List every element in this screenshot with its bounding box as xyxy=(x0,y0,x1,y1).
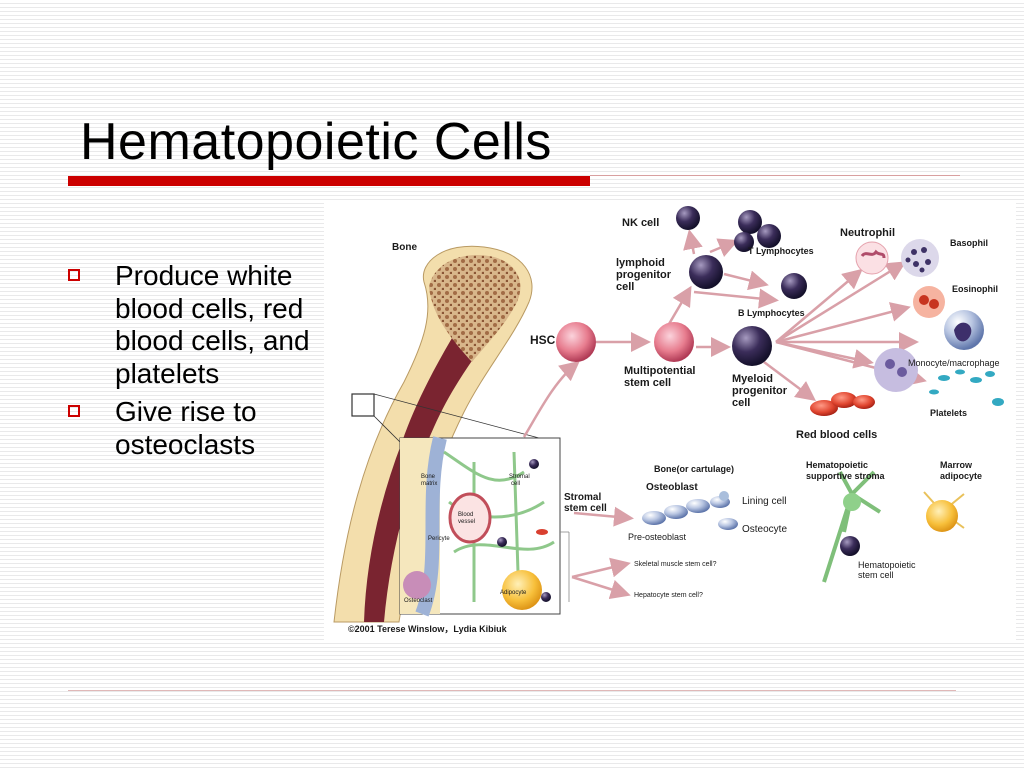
blood-vessel-label-l2: vessel xyxy=(458,519,475,525)
skeletal-muscle-stem-cell-label: Skeletal muscle stem cell? xyxy=(634,561,717,568)
osteoclast-label: Osteoclast xyxy=(404,598,433,604)
bone-illustration xyxy=(333,245,540,623)
nk-cell-label: NK cell xyxy=(622,217,659,229)
myeloid-progenitor-cell xyxy=(732,326,772,366)
stromal-cell-label-l1: Stromal xyxy=(509,474,530,480)
bullet-list: Produce white blood cells, red blood cel… xyxy=(64,260,324,467)
blood-vessel-label-l1: Blood xyxy=(458,512,473,518)
t-lymphocytes-label: T Lymphocytes xyxy=(748,246,814,256)
eosinophil-cell xyxy=(913,286,945,318)
diagram-labels: Bone NK cell T Lymphocytes Neutrophil Ba… xyxy=(348,217,1000,634)
lineage-arrows xyxy=(522,229,927,600)
basophil-cell xyxy=(901,239,939,277)
platelets-cluster xyxy=(929,369,1004,406)
b-lymphocyte-cell xyxy=(781,273,807,299)
hematopoietic-stem-cell-label-l2: stem cell xyxy=(858,570,894,580)
basophil-label: Basophil xyxy=(950,238,988,248)
red-blood-cells-cluster xyxy=(810,392,875,416)
marrow-adipocyte-label-l1: Marrow xyxy=(940,460,973,470)
slide-title: Hematopoietic Cells xyxy=(80,113,552,171)
image-credit: ©2001 Terese Winslow，Lydia Kibiuk xyxy=(348,624,508,634)
stromal-stem-cell-label-l2: stem cell xyxy=(564,503,607,514)
multipotential-label-l2: stem cell xyxy=(624,377,671,389)
stromal-cell-label-l2: cell xyxy=(511,481,520,487)
lymphoid-label-l2: progenitor xyxy=(616,269,672,281)
myeloid-label-l2: progenitor xyxy=(732,385,788,397)
hematopoietic-stroma-label-l2: supportive stroma xyxy=(806,471,886,481)
marrow-adipocyte-cell xyxy=(923,491,965,532)
bone-matrix-label-l2: matrix xyxy=(421,481,437,487)
nk-cell xyxy=(676,206,700,230)
hepatocyte-stem-cell-label: Hepatocyte stem cell? xyxy=(634,592,703,599)
lymphoid-label-l1: lymphoid xyxy=(616,257,665,269)
hematopoiesis-diagram: Bone matrix Stromal cell Blood vessel Pe… xyxy=(324,202,1016,640)
t-lymphocytes-cluster xyxy=(734,210,781,252)
hsc-cell xyxy=(556,322,596,362)
bullet-item: Produce white blood cells, red blood cel… xyxy=(64,260,324,390)
bullet-item: Give rise to osteoclasts xyxy=(64,396,324,461)
bone-matrix-label-l1: Bone xyxy=(421,474,436,480)
neutrophil-cell xyxy=(855,241,889,275)
hematopoietic-cells xyxy=(556,206,1004,416)
myeloid-label-l3: cell xyxy=(732,397,750,409)
neutrophil-label: Neutrophil xyxy=(840,227,895,239)
marrow-inset: Bone matrix Stromal cell Blood vessel Pe… xyxy=(399,436,570,617)
hematopoietic-stroma-label-l1: Hematopoietic xyxy=(806,460,868,470)
stromal-stem-cell-label-l1: Stromal xyxy=(564,492,601,503)
multipotential-label-l1: Multipotential xyxy=(624,365,696,377)
multipotential-stem-cell xyxy=(654,322,694,362)
bone-cartilage-label: Bone(or cartulage) xyxy=(654,464,734,474)
hematopoietic-stem-cell-label-l1: Hematopoietic xyxy=(858,560,916,570)
bone-label: Bone xyxy=(392,242,417,253)
square-bullet-icon xyxy=(68,269,80,281)
osteoblast-chain xyxy=(642,491,738,530)
eosinophil-label: Eosinophil xyxy=(952,284,998,294)
marrow-adipocyte-label-l2: adipocyte xyxy=(940,471,982,481)
red-blood-cells-label: Red blood cells xyxy=(796,429,877,441)
osteoblast-label: Osteoblast xyxy=(646,482,698,493)
stromal-lineage xyxy=(642,470,965,583)
diagram-svg: Bone matrix Stromal cell Blood vessel Pe… xyxy=(333,206,1004,634)
osteocyte-label: Osteocyte xyxy=(742,524,787,535)
title-underline-red-bar xyxy=(68,176,590,186)
bullet-text: Give rise to osteoclasts xyxy=(115,396,257,460)
square-bullet-icon xyxy=(68,405,80,417)
footer-divider xyxy=(68,690,956,691)
monocyte-macrophage-label: Monocyte/macrophage xyxy=(908,358,1000,368)
pre-osteoblast-label: Pre-osteoblast xyxy=(628,532,687,542)
lining-cell-label: Lining cell xyxy=(742,496,786,507)
pericyte-label: Pericyte xyxy=(428,536,450,542)
bullet-text: Produce white blood cells, red blood cel… xyxy=(115,260,310,389)
myeloid-label-l1: Myeloid xyxy=(732,373,773,385)
b-lymphocytes-label: B Lymphocytes xyxy=(738,308,805,318)
platelets-label: Platelets xyxy=(930,408,967,418)
adipocyte-label: Adipocyte xyxy=(500,590,527,596)
monocyte-macrophage-cell xyxy=(874,310,984,392)
title-underline-thin-line xyxy=(590,175,960,176)
lymphoid-progenitor-cell xyxy=(689,255,723,289)
hsc-label: HSC xyxy=(530,333,556,347)
hematopoietic-supportive-stroma xyxy=(822,470,882,583)
lymphoid-label-l3: cell xyxy=(616,281,634,293)
